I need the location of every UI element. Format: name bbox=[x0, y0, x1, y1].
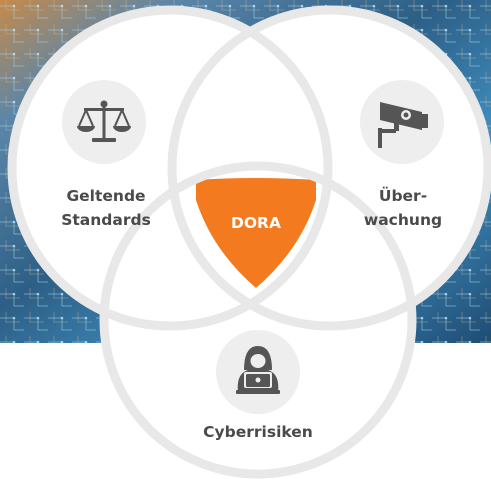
label-monitoring-line2: wachung bbox=[364, 211, 442, 229]
dora-center bbox=[196, 178, 316, 288]
dora-label: DORA bbox=[231, 214, 281, 232]
hacker-laptop-icon bbox=[216, 330, 300, 414]
scales-icon bbox=[62, 80, 146, 164]
ring-monitoring bbox=[167, 5, 491, 331]
ring-cyber bbox=[99, 161, 417, 479]
label-cyber: Cyberrisiken bbox=[203, 423, 313, 441]
security-camera-icon bbox=[360, 80, 444, 164]
ring-standards bbox=[7, 5, 333, 331]
label-standards-line2: Standards bbox=[61, 211, 151, 229]
label-monitoring-line1: Über- bbox=[379, 186, 427, 205]
label-standards-line1: Geltende bbox=[66, 187, 145, 205]
circle-rings bbox=[7, 5, 491, 479]
